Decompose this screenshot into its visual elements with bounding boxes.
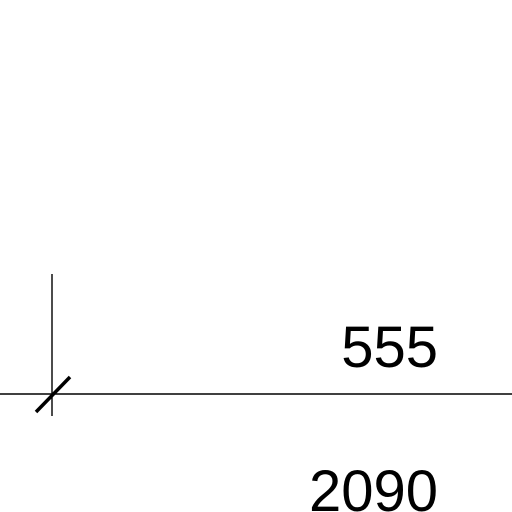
dimension-value-lower: 2090	[309, 459, 438, 512]
dimension-value-upper: 555	[341, 315, 438, 380]
dimension-tick-mark	[34, 375, 72, 414]
